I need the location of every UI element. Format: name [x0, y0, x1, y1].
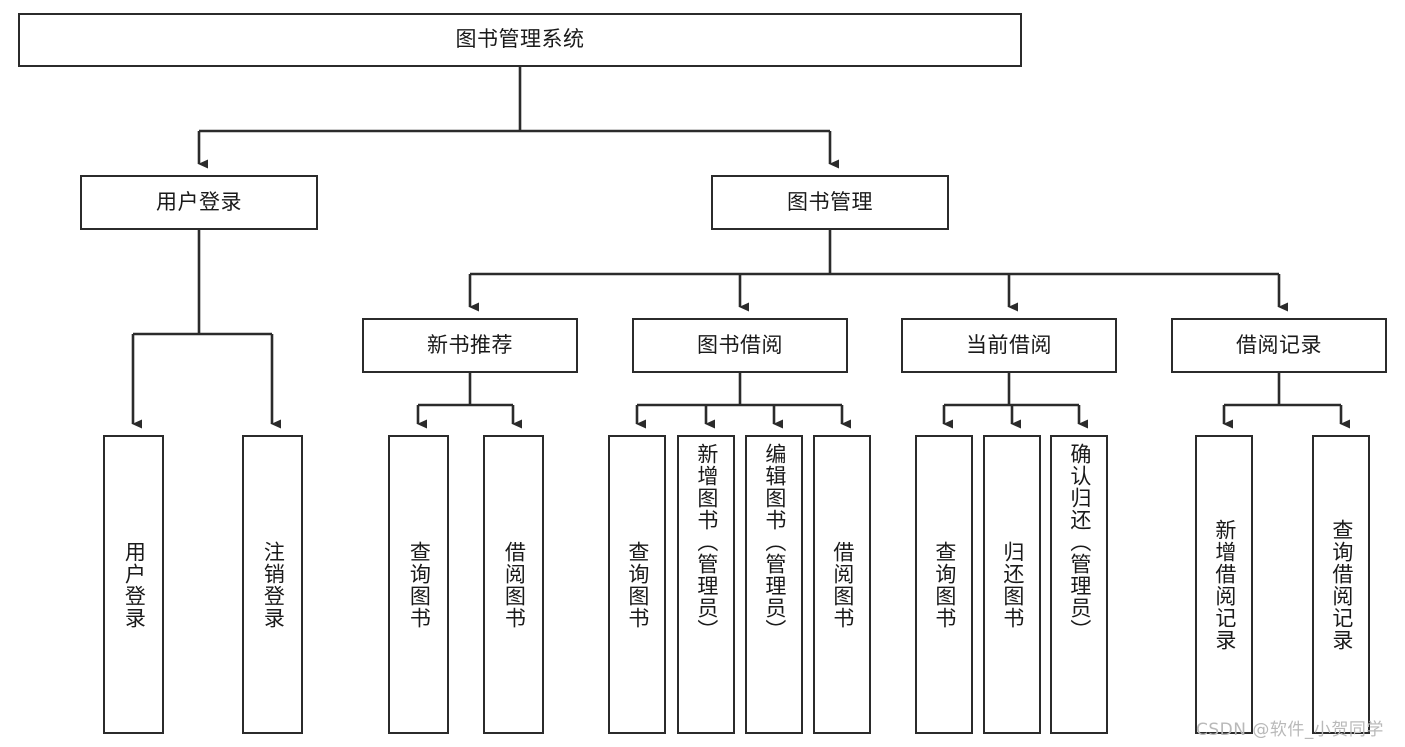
node-label: 确认归还（管理员）	[1067, 443, 1092, 641]
node-leaf-edit-book[interactable]: 编辑图书（管理员）	[745, 435, 803, 734]
node-label: 图书借阅	[697, 332, 783, 357]
node-leaf-add-book[interactable]: 新增图书（管理员）	[677, 435, 735, 734]
node-leaf-query-book-br[interactable]: 查询图书	[608, 435, 666, 734]
node-root[interactable]: 图书管理系统	[18, 13, 1022, 67]
node-label: 用户登录	[122, 540, 147, 629]
node-book-manage[interactable]: 图书管理	[711, 175, 949, 230]
node-label: 查询图书	[932, 540, 957, 629]
node-label: 查询图书	[625, 540, 650, 629]
node-leaf-query-book-cb[interactable]: 查询图书	[915, 435, 973, 734]
node-label: 新书推荐	[427, 332, 513, 357]
node-book-borrow[interactable]: 图书借阅	[632, 318, 848, 373]
node-leaf-logout[interactable]: 注销登录	[242, 435, 303, 734]
node-leaf-user-login[interactable]: 用户登录	[103, 435, 164, 734]
node-user-login[interactable]: 用户登录	[80, 175, 318, 230]
csdn-watermark: CSDN @软件_小贺同学	[1196, 720, 1384, 740]
node-leaf-return-book[interactable]: 归还图书	[983, 435, 1041, 734]
node-leaf-add-record[interactable]: 新增借阅记录	[1195, 435, 1253, 734]
node-borrow-record[interactable]: 借阅记录	[1171, 318, 1387, 373]
node-leaf-query-record[interactable]: 查询借阅记录	[1312, 435, 1370, 734]
node-label: 新增借阅记录	[1212, 518, 1237, 651]
node-label: 借阅图书	[502, 540, 527, 629]
node-label: 图书管理	[787, 189, 873, 214]
node-leaf-borrow-book-rec[interactable]: 借阅图书	[483, 435, 544, 734]
node-label: 查询借阅记录	[1329, 518, 1354, 651]
node-leaf-borrow-book-br[interactable]: 借阅图书	[813, 435, 871, 734]
node-label: 图书管理系统	[455, 27, 585, 52]
node-label: 编辑图书（管理员）	[762, 443, 787, 641]
node-label: 用户登录	[156, 189, 242, 214]
node-label: 新增图书（管理员）	[694, 443, 719, 641]
node-leaf-query-book-rec[interactable]: 查询图书	[388, 435, 449, 734]
node-label: 查询图书	[407, 540, 432, 629]
node-label: 当前借阅	[966, 332, 1052, 357]
node-label: 借阅图书	[830, 540, 855, 629]
node-new-book-rec[interactable]: 新书推荐	[362, 318, 578, 373]
node-current-borrow[interactable]: 当前借阅	[901, 318, 1117, 373]
node-leaf-confirm-return[interactable]: 确认归还（管理员）	[1050, 435, 1108, 734]
node-label: 借阅记录	[1236, 332, 1322, 357]
node-label: 归还图书	[1000, 540, 1025, 629]
node-label: 注销登录	[261, 540, 286, 629]
